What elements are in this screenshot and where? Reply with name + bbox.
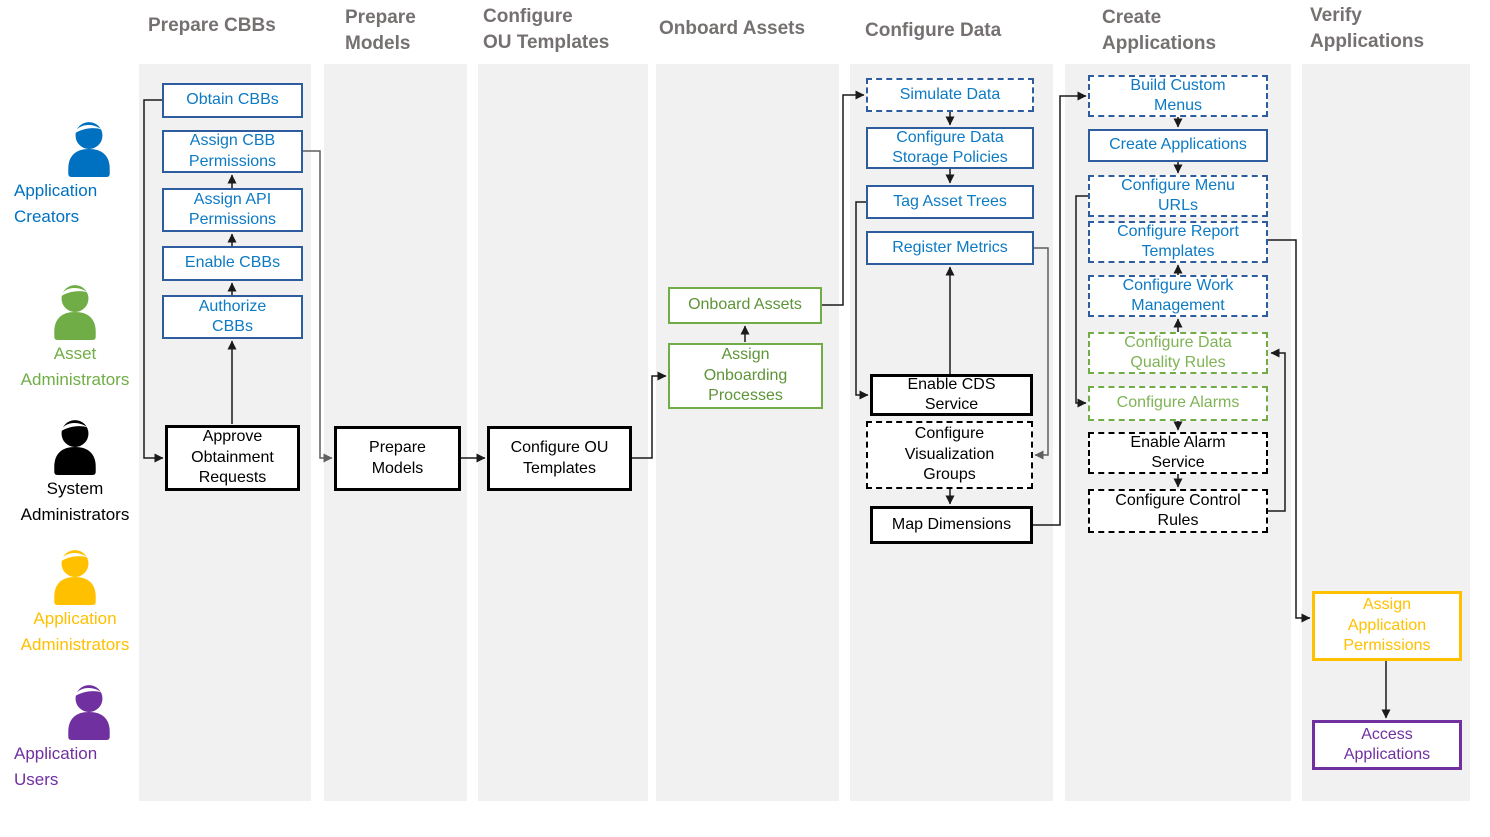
person-icon (54, 420, 96, 475)
box-map-dimensions: Map Dimensions (870, 506, 1033, 544)
header-prepare-cbbs: Prepare CBBs (148, 15, 276, 36)
box-enable-cbbs: Enable CBBs (162, 246, 303, 281)
box-assign-application-permissions: Assign Application Permissions (1312, 591, 1462, 661)
box-build-custom-menus: Build Custom Menus (1088, 75, 1268, 117)
box-enable-alarm-service: Enable Alarm Service (1088, 432, 1268, 474)
box-assign-api-permissions: Assign API Permissions (162, 188, 303, 232)
role-system-administrators: System Administrators (0, 418, 150, 529)
box-configure-visualization-groups: Configure Visualization Groups (866, 421, 1033, 489)
role-asset-administrators: Asset Administrators (0, 283, 150, 394)
role-label: Application Users (14, 744, 98, 790)
role-label: Application Administrators (20, 609, 130, 655)
box-tag-asset-trees: Tag Asset Trees (866, 185, 1034, 219)
role-application-users: Application Users (0, 683, 164, 794)
role-application-administrators: Application Administrators (0, 548, 150, 659)
role-application-creators: Application Creators (0, 120, 164, 231)
role-label: Asset Administrators (20, 344, 130, 390)
box-configure-control-rules: Configure Control Rules (1088, 489, 1268, 533)
header-configure-data: Configure Data (865, 20, 1002, 41)
box-configure-work-management: Configure Work Management (1088, 275, 1268, 317)
box-configure-menu-urls: Configure Menu URLs (1088, 175, 1268, 217)
box-configure-data-quality-rules: Configure Data Quality Rules (1088, 332, 1268, 374)
box-assign-cbb-permissions: Assign CBB Permissions (162, 130, 303, 173)
person-icon (68, 122, 110, 177)
box-configure-report-templates: Configure Report Templates (1088, 221, 1268, 263)
header-onboard-assets: Onboard Assets (659, 18, 806, 39)
lane-onboard-assets (656, 64, 839, 801)
box-create-applications: Create Applications (1088, 129, 1268, 162)
box-obtain-cbbs: Obtain CBBs (162, 83, 303, 118)
person-icon (54, 285, 96, 340)
header-configure-ou-templates: Configure OU Templates (483, 6, 610, 53)
box-prepare-models: Prepare Models (334, 426, 461, 491)
box-authorize-cbbs: Authorize CBBs (162, 295, 303, 339)
box-assign-onboarding-processes: Assign Onboarding Processes (668, 343, 823, 409)
box-configure-ou-templates: Configure OU Templates (487, 426, 632, 491)
header-create-applications: Create Applications (1102, 7, 1217, 54)
box-onboard-assets: Onboard Assets (668, 287, 822, 324)
box-simulate-data: Simulate Data (866, 78, 1034, 112)
role-label: Application Creators (14, 181, 98, 227)
person-icon (68, 685, 110, 740)
lane-verify-applications (1302, 64, 1470, 801)
box-enable-cds-service: Enable CDS Service (870, 374, 1033, 416)
header-verify-applications: Verify Applications (1310, 5, 1425, 52)
header-prepare-models: Prepare Models (345, 7, 416, 54)
person-icon (54, 550, 96, 605)
box-register-metrics: Register Metrics (866, 231, 1034, 265)
box-access-applications: Access Applications (1312, 720, 1462, 770)
box-configure-data-storage-policies: Configure Data Storage Policies (866, 127, 1034, 169)
box-approve-obtainment-requests: Approve Obtainment Requests (165, 425, 300, 491)
role-label: System Administrators (20, 479, 130, 525)
box-configure-alarms: Configure Alarms (1088, 386, 1268, 421)
